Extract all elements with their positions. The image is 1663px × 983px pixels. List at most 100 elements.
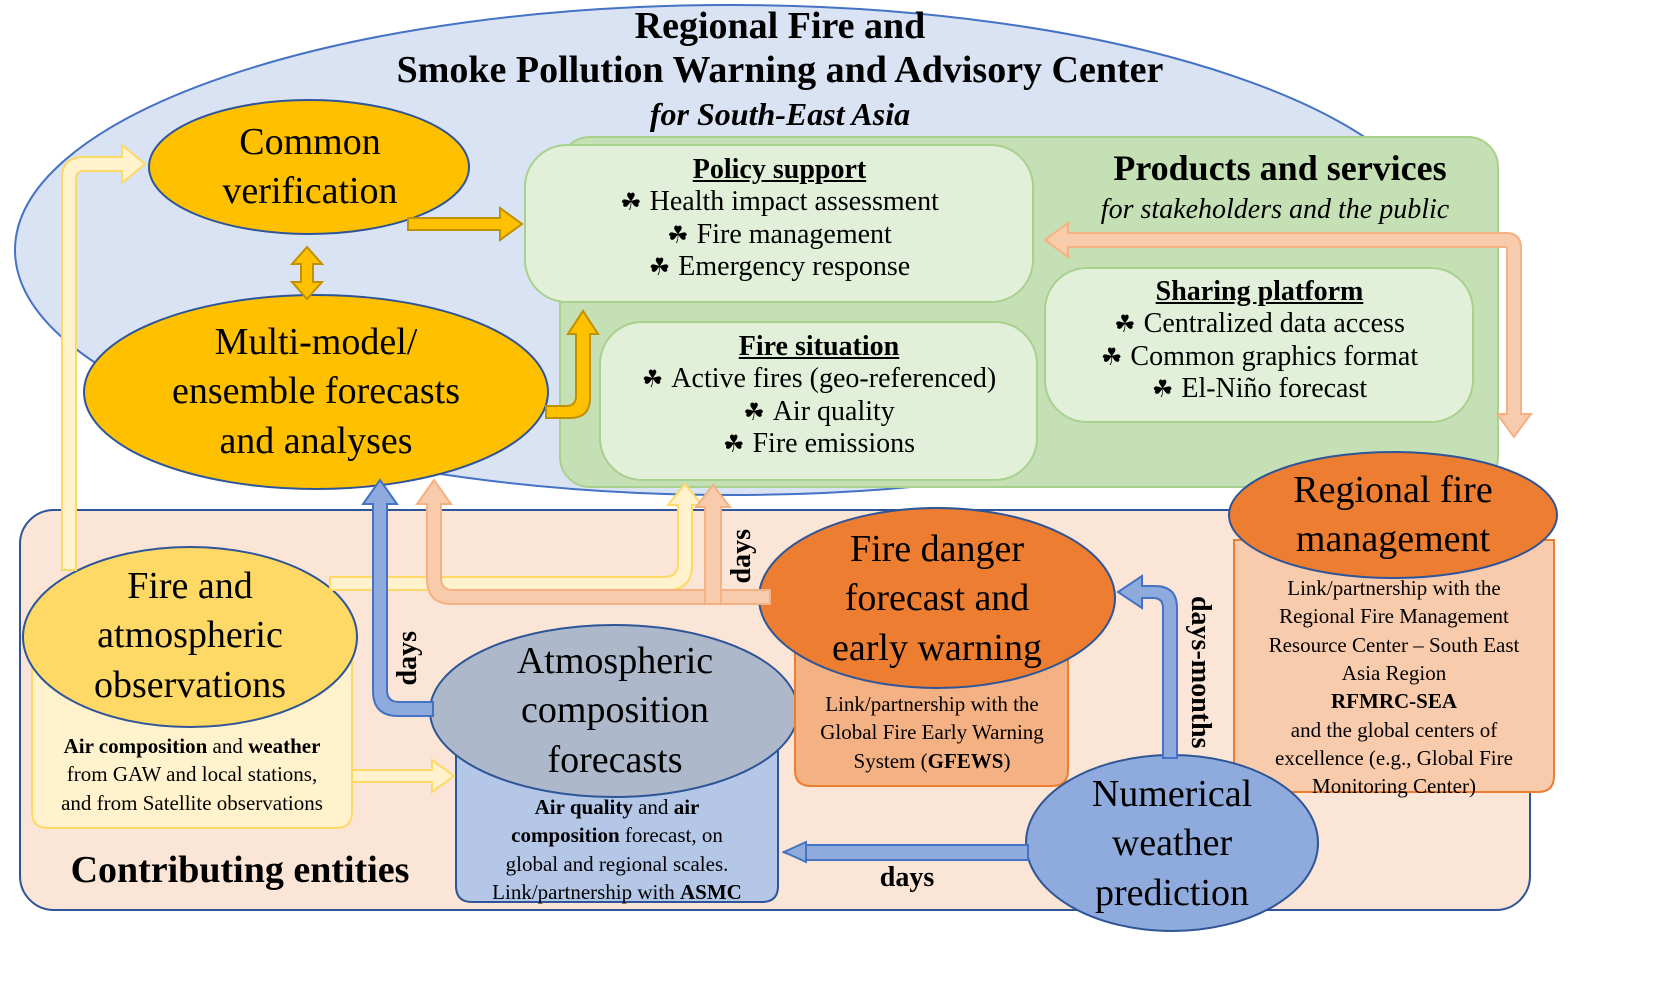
regional-fire-desc-line7: Monitoring Center)	[1312, 774, 1476, 799]
fire-obs-desc-bold: Air composition	[63, 734, 208, 758]
center-title-line2: Smoke Pollution Warning and Advisory Cen…	[396, 49, 1164, 92]
products-subtitle: for stakeholders and the public	[1100, 194, 1450, 225]
fire-situation-title: Fire situation	[738, 331, 900, 362]
clover-icon: ☘	[722, 432, 745, 459]
regional-fire-desc-line5: and the global centers of	[1290, 717, 1498, 742]
policy-support-title: Policy support	[692, 154, 867, 185]
center-title: Regional Fire and Smoke Pollution Warnin…	[320, 4, 1240, 92]
arrow-products-regional	[1043, 221, 1533, 439]
multi-model-line1: Multi-model/	[214, 321, 418, 363]
atmos-desc-line2: composition forecast, on	[458, 821, 776, 849]
atmos-desc-bold: composition	[511, 823, 620, 848]
policy-item-label: Fire management	[696, 218, 892, 250]
policy-support-text: Policy support ☘ Health impact assessment…	[527, 154, 1032, 284]
nwp-line3: prediction	[1094, 871, 1250, 914]
common-verification-ellipse	[148, 99, 470, 235]
sharing-item-label: El-Niño forecast	[1181, 373, 1368, 405]
common-verification-label: Common verification	[160, 118, 460, 217]
arrow-verification-to-policy	[407, 206, 524, 242]
atmos-desc-line1: Air quality and air	[458, 793, 776, 821]
list-item: ☘ Fire management	[527, 219, 1032, 251]
fire-situation-item-label: Fire emissions	[752, 428, 916, 460]
fire-obs-desc-bold: weather	[248, 734, 321, 758]
fire-obs-line1: Fire and	[127, 565, 253, 607]
atmos-desc-bold: Air quality	[534, 795, 633, 819]
arrow-atmos-to-multimodel	[361, 478, 434, 717]
sharing-item-label: Common graphics format	[1130, 340, 1419, 372]
fire-danger-line3: early warning	[832, 626, 1042, 669]
fire-danger-desc: Link/partnership with the Global Fire Ea…	[797, 690, 1067, 775]
atmos-desc-bold: ASMC	[679, 880, 742, 905]
regional-fire-label: Regional fire management	[1240, 466, 1546, 565]
fire-danger-desc-text: )	[1003, 748, 1011, 773]
regional-fire-desc-line3: Resource Center – South East	[1268, 632, 1520, 657]
sharing-platform-box	[1044, 267, 1474, 423]
atmos-desc-text: and	[632, 795, 674, 819]
clover-icon: ☘	[648, 255, 671, 282]
fire-situation-text: Fire situation ☘ Active fires (geo-refere…	[602, 331, 1036, 461]
center-title-line1: Regional Fire and	[634, 5, 926, 47]
atmos-desc-line3: global and regional scales.	[505, 851, 729, 876]
list-item: ☘El-Niño forecast	[1047, 373, 1472, 405]
list-item: ☘ Active fires (geo-referenced)	[602, 363, 1036, 395]
regional-fire-desc-line6: excellence (e.g., Global Fire	[1275, 746, 1513, 771]
multi-model-label: Multi-model/ ensemble forecasts and anal…	[100, 318, 532, 466]
regional-fire-desc-line1: Link/partnership with the	[1287, 576, 1501, 600]
multi-model-line2: ensemble forecasts	[171, 370, 461, 413]
center-subtitle: for South-East Asia	[649, 96, 911, 132]
list-item: ☘ Fire emissions	[602, 428, 1036, 460]
common-verification-line1: Common	[239, 121, 381, 163]
regional-fire-ellipse	[1228, 451, 1558, 579]
regional-fire-desc-bold: RFMRC-SEA	[1331, 689, 1457, 714]
regional-fire-desc-line4: Asia Region	[1341, 661, 1447, 686]
arrow-label-days: days	[391, 631, 423, 686]
atmos-line3: forecasts	[547, 738, 683, 781]
nwp-line2: weather	[1111, 822, 1233, 865]
arrow-verification-multimodel	[289, 245, 325, 301]
list-item: ☘ Emergency response	[527, 251, 1032, 283]
sharing-platform-text: Sharing platform ☘Centralized data acces…	[1047, 276, 1472, 406]
arrow-label-days: days	[725, 529, 757, 584]
sharing-item-label: Centralized data access	[1143, 308, 1405, 340]
fire-danger-line2: forecast and	[844, 577, 1030, 620]
fire-danger-desc-line1: Link/partnership with the	[825, 692, 1039, 716]
arrow-label-days-months: days-months	[1185, 595, 1217, 749]
clover-icon: ☘	[743, 399, 765, 426]
regional-fire-desc: Link/partnership with the Regional Fire …	[1236, 574, 1552, 801]
common-verification-line2: verification	[222, 170, 398, 213]
atmos-desc-bold: air	[673, 795, 700, 819]
arrow-nwp-to-danger	[1116, 574, 1178, 759]
atmos-desc: Air quality and air composition forecast…	[458, 793, 776, 906]
fire-danger-label: Fire danger forecast and early warning	[770, 525, 1104, 673]
fire-obs-ellipse	[22, 546, 358, 728]
list-item: ☘ Common graphics format	[1047, 341, 1472, 373]
nwp-line1: Numerical	[1091, 773, 1253, 815]
fire-situation-item-label: Active fires (geo-referenced)	[671, 363, 997, 395]
fire-obs-line3: observations	[93, 663, 287, 706]
clover-icon: ☘	[1100, 344, 1123, 371]
regional-fire-line1: Regional fire	[1293, 469, 1493, 511]
policy-item-label: Emergency response	[678, 251, 911, 283]
fire-danger-desc-line2: Global Fire Early Warning	[820, 720, 1044, 745]
clover-icon: ☘	[1114, 312, 1136, 339]
clover-icon: ☘	[641, 367, 664, 394]
atmos-desc-text: forecast, on	[619, 823, 723, 848]
arrow-obs-to-fire-situation	[329, 482, 705, 591]
atmos-desc-text: Link/partnership with	[492, 880, 680, 905]
fire-obs-desc-line2: from GAW and local stations,	[66, 762, 318, 787]
arrow-nwp-to-atmos	[782, 844, 1029, 861]
fire-obs-label: Fire and atmospheric observations	[40, 562, 340, 710]
list-item: ☘ Health impact assessment	[527, 186, 1032, 218]
arrow-danger-to-multimodel	[415, 478, 771, 605]
policy-support-box	[524, 144, 1034, 303]
clover-icon: ☘	[667, 222, 689, 249]
clover-icon: ☘	[620, 190, 642, 217]
arrow-nwp-to-atmos-head	[781, 840, 807, 864]
policy-item-label: Health impact assessment	[649, 186, 939, 218]
fire-situation-box	[599, 321, 1038, 481]
nwp-label: Numerical weather prediction	[1036, 770, 1308, 918]
fire-obs-desc-line1: Air composition and weather	[34, 732, 350, 760]
atmos-line1: Atmospheric	[516, 640, 714, 682]
